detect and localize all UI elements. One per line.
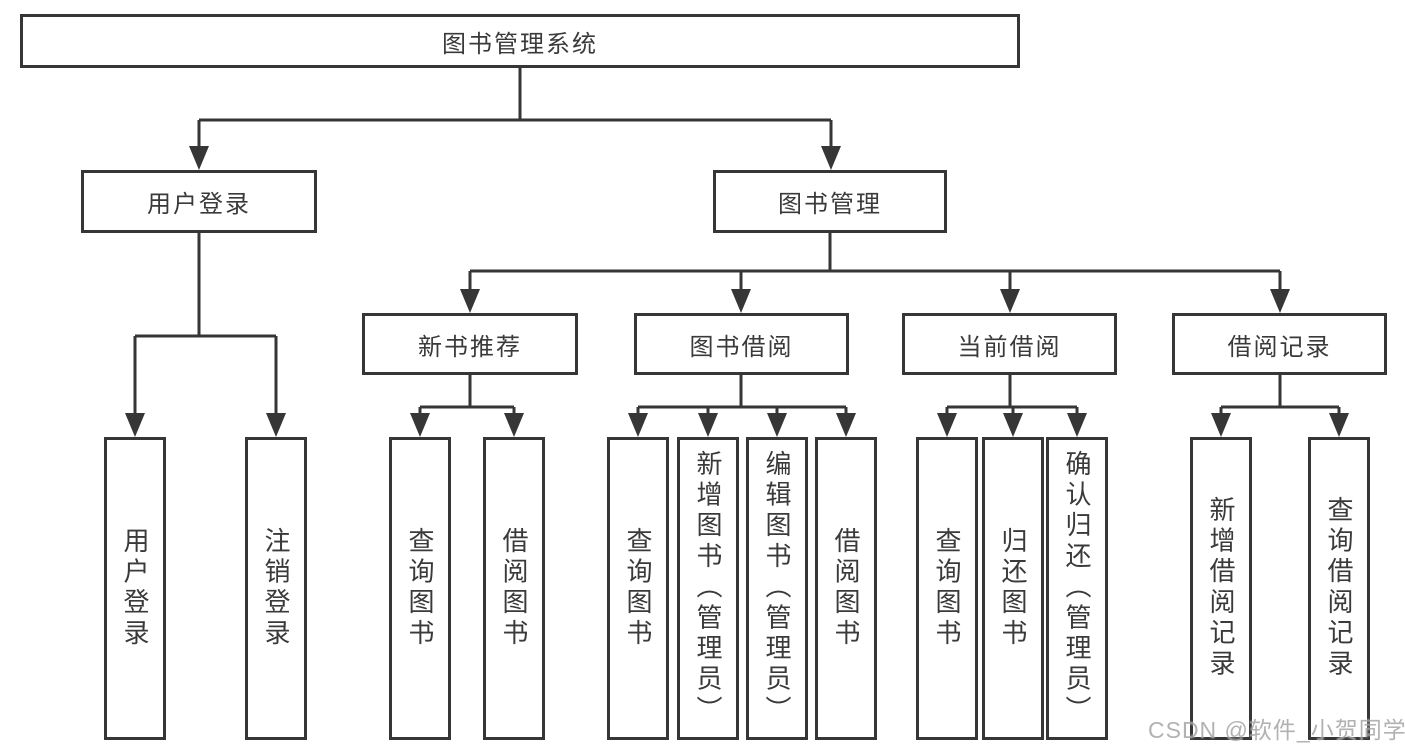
leaf-confirm-return-admin: 确认归还（管理员）	[1046, 437, 1108, 740]
node-root: 图书管理系统	[20, 14, 1020, 68]
node-new-book-recommend-label: 新书推荐	[418, 333, 522, 361]
leaf-query-books-recommend: 查询图书	[389, 437, 451, 740]
leaf-add-borrow-record: 新增借阅记录	[1190, 437, 1252, 740]
leaf-borrow-books-recommend: 借阅图书	[483, 437, 545, 740]
node-book-management: 图书管理	[713, 170, 947, 233]
leaf-borrow-books-recommend-label: 借阅图书	[499, 527, 529, 650]
node-root-label: 图书管理系统	[442, 30, 598, 58]
node-book-management-label: 图书管理	[778, 191, 882, 218]
leaf-return-book-label: 归还图书	[998, 527, 1028, 650]
node-current-borrow: 当前借阅	[902, 313, 1117, 375]
leaf-query-borrow-record-label: 查询借阅记录	[1324, 496, 1354, 681]
leaf-query-books-recommend-label: 查询图书	[405, 527, 435, 650]
node-book-borrow-label: 图书借阅	[689, 333, 794, 361]
leaf-add-borrow-record-label: 新增借阅记录	[1206, 496, 1236, 681]
leaf-logout-login: 注销登录	[245, 437, 307, 740]
node-new-book-recommend: 新书推荐	[362, 313, 578, 375]
node-borrow-records-label: 借阅记录	[1227, 333, 1332, 361]
node-book-borrow: 图书借阅	[634, 313, 849, 375]
leaf-query-books-borrow-label: 查询图书	[623, 527, 653, 650]
leaf-query-books-current-label: 查询图书	[932, 527, 962, 650]
leaf-add-book-admin: 新增图书（管理员）	[677, 437, 739, 740]
node-user-login-label: 用户登录	[147, 191, 251, 218]
node-user-login: 用户登录	[81, 170, 317, 233]
arrowheads	[125, 146, 1349, 437]
leaf-logout-login-label: 注销登录	[261, 527, 291, 650]
node-current-borrow-label: 当前借阅	[957, 333, 1062, 361]
leaf-query-books-borrow: 查询图书	[607, 437, 669, 740]
leaf-user-login: 用户登录	[104, 437, 166, 740]
leaf-query-books-current: 查询图书	[916, 437, 978, 740]
leaf-add-book-admin-label: 新增图书（管理员）	[693, 450, 723, 727]
node-borrow-records: 借阅记录	[1172, 313, 1387, 375]
leaf-edit-book-admin-label: 编辑图书（管理员）	[762, 450, 792, 727]
leaf-borrow-books-label: 借阅图书	[831, 527, 861, 650]
leaf-user-login-label: 用户登录	[120, 527, 150, 650]
leaf-return-book: 归还图书	[982, 437, 1044, 740]
leaf-borrow-books: 借阅图书	[815, 437, 877, 740]
leaf-confirm-return-admin-label: 确认归还（管理员）	[1062, 450, 1092, 727]
leaf-query-borrow-record: 查询借阅记录	[1308, 437, 1370, 740]
leaf-edit-book-admin: 编辑图书（管理员）	[746, 437, 808, 740]
